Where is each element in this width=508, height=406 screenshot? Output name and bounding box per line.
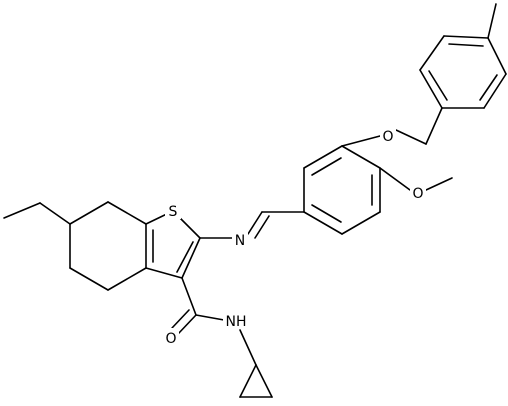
bond-ring6-b — [107, 201, 147, 225]
imine-nitrogen-label: N — [235, 233, 245, 249]
bond-tolyl-methyl — [487, 3, 497, 39]
sulfur-label: S — [169, 204, 178, 220]
bond-aryl-inner-1 — [311, 204, 342, 223]
amide-o-label-bg — [163, 328, 179, 346]
bond-tolyl-e — [483, 73, 507, 109]
methoxy-o-label-bg — [410, 183, 426, 201]
bond-c3-carbonyl — [181, 277, 197, 316]
bond-ring6-e — [69, 267, 109, 291]
bond-thiophene-c3-c3a — [145, 267, 183, 279]
bond-thiophene-c2-c3-b — [176, 241, 194, 273]
sulfur-label-bg — [165, 201, 181, 219]
bond-aryl-ether-o — [341, 135, 381, 147]
bond-ring6-a — [69, 201, 109, 225]
bond-ethyl-ch3 — [3, 202, 41, 219]
bond-imine-double-a — [247, 211, 263, 235]
bond-tolyl-inner-1 — [448, 43, 484, 47]
bond-aryl-a — [303, 211, 343, 235]
bond-ring6-d — [107, 267, 147, 291]
bond-carbonyl-n — [195, 314, 225, 321]
bond-n-cyclopropyl — [239, 329, 257, 366]
bond-cyclopropyl-a — [239, 364, 257, 398]
bond-tolyl-inner-3 — [428, 70, 448, 101]
ether-o-label-bg — [380, 126, 396, 144]
atom-labels: S N O NH O O — [163, 126, 426, 347]
bond-aryl-methoxy-o — [379, 167, 411, 191]
bond-carbonyl-o-a — [177, 314, 197, 335]
bond-tolyl-b — [419, 35, 445, 71]
bond-aryl-d — [341, 145, 381, 169]
bonds — [3, 3, 507, 398]
bond-tolyl-inner-2 — [479, 74, 498, 101]
bond-thiophene-c2-c3-a — [181, 237, 201, 279]
bond-methoxy-ch3 — [425, 177, 453, 191]
bond-ethyl-ch2 — [39, 202, 71, 225]
bond-tolyl-d — [487, 37, 507, 75]
methoxy-oxygen-label: O — [412, 186, 423, 202]
bond-aryl-e — [303, 145, 343, 169]
bond-aryl-b — [341, 211, 381, 235]
bond-ch2-benzyl — [425, 107, 443, 145]
bond-cyclopropyl-c — [255, 364, 273, 398]
bond-imine-double-b — [254, 215, 270, 239]
bond-tolyl-a — [419, 69, 443, 109]
bond-carbonyl-o-b — [171, 309, 190, 329]
amide-oxygen-label: O — [165, 331, 176, 347]
amide-nh-label: NH — [226, 314, 247, 330]
ether-oxygen-label: O — [382, 129, 393, 145]
amide-nh-label-bg — [223, 311, 249, 329]
bond-ether-o-ch2 — [395, 129, 427, 145]
bond-aryl-inner-3 — [311, 157, 342, 176]
bond-tolyl-c — [443, 35, 489, 39]
imine-n-label-bg — [232, 230, 248, 248]
